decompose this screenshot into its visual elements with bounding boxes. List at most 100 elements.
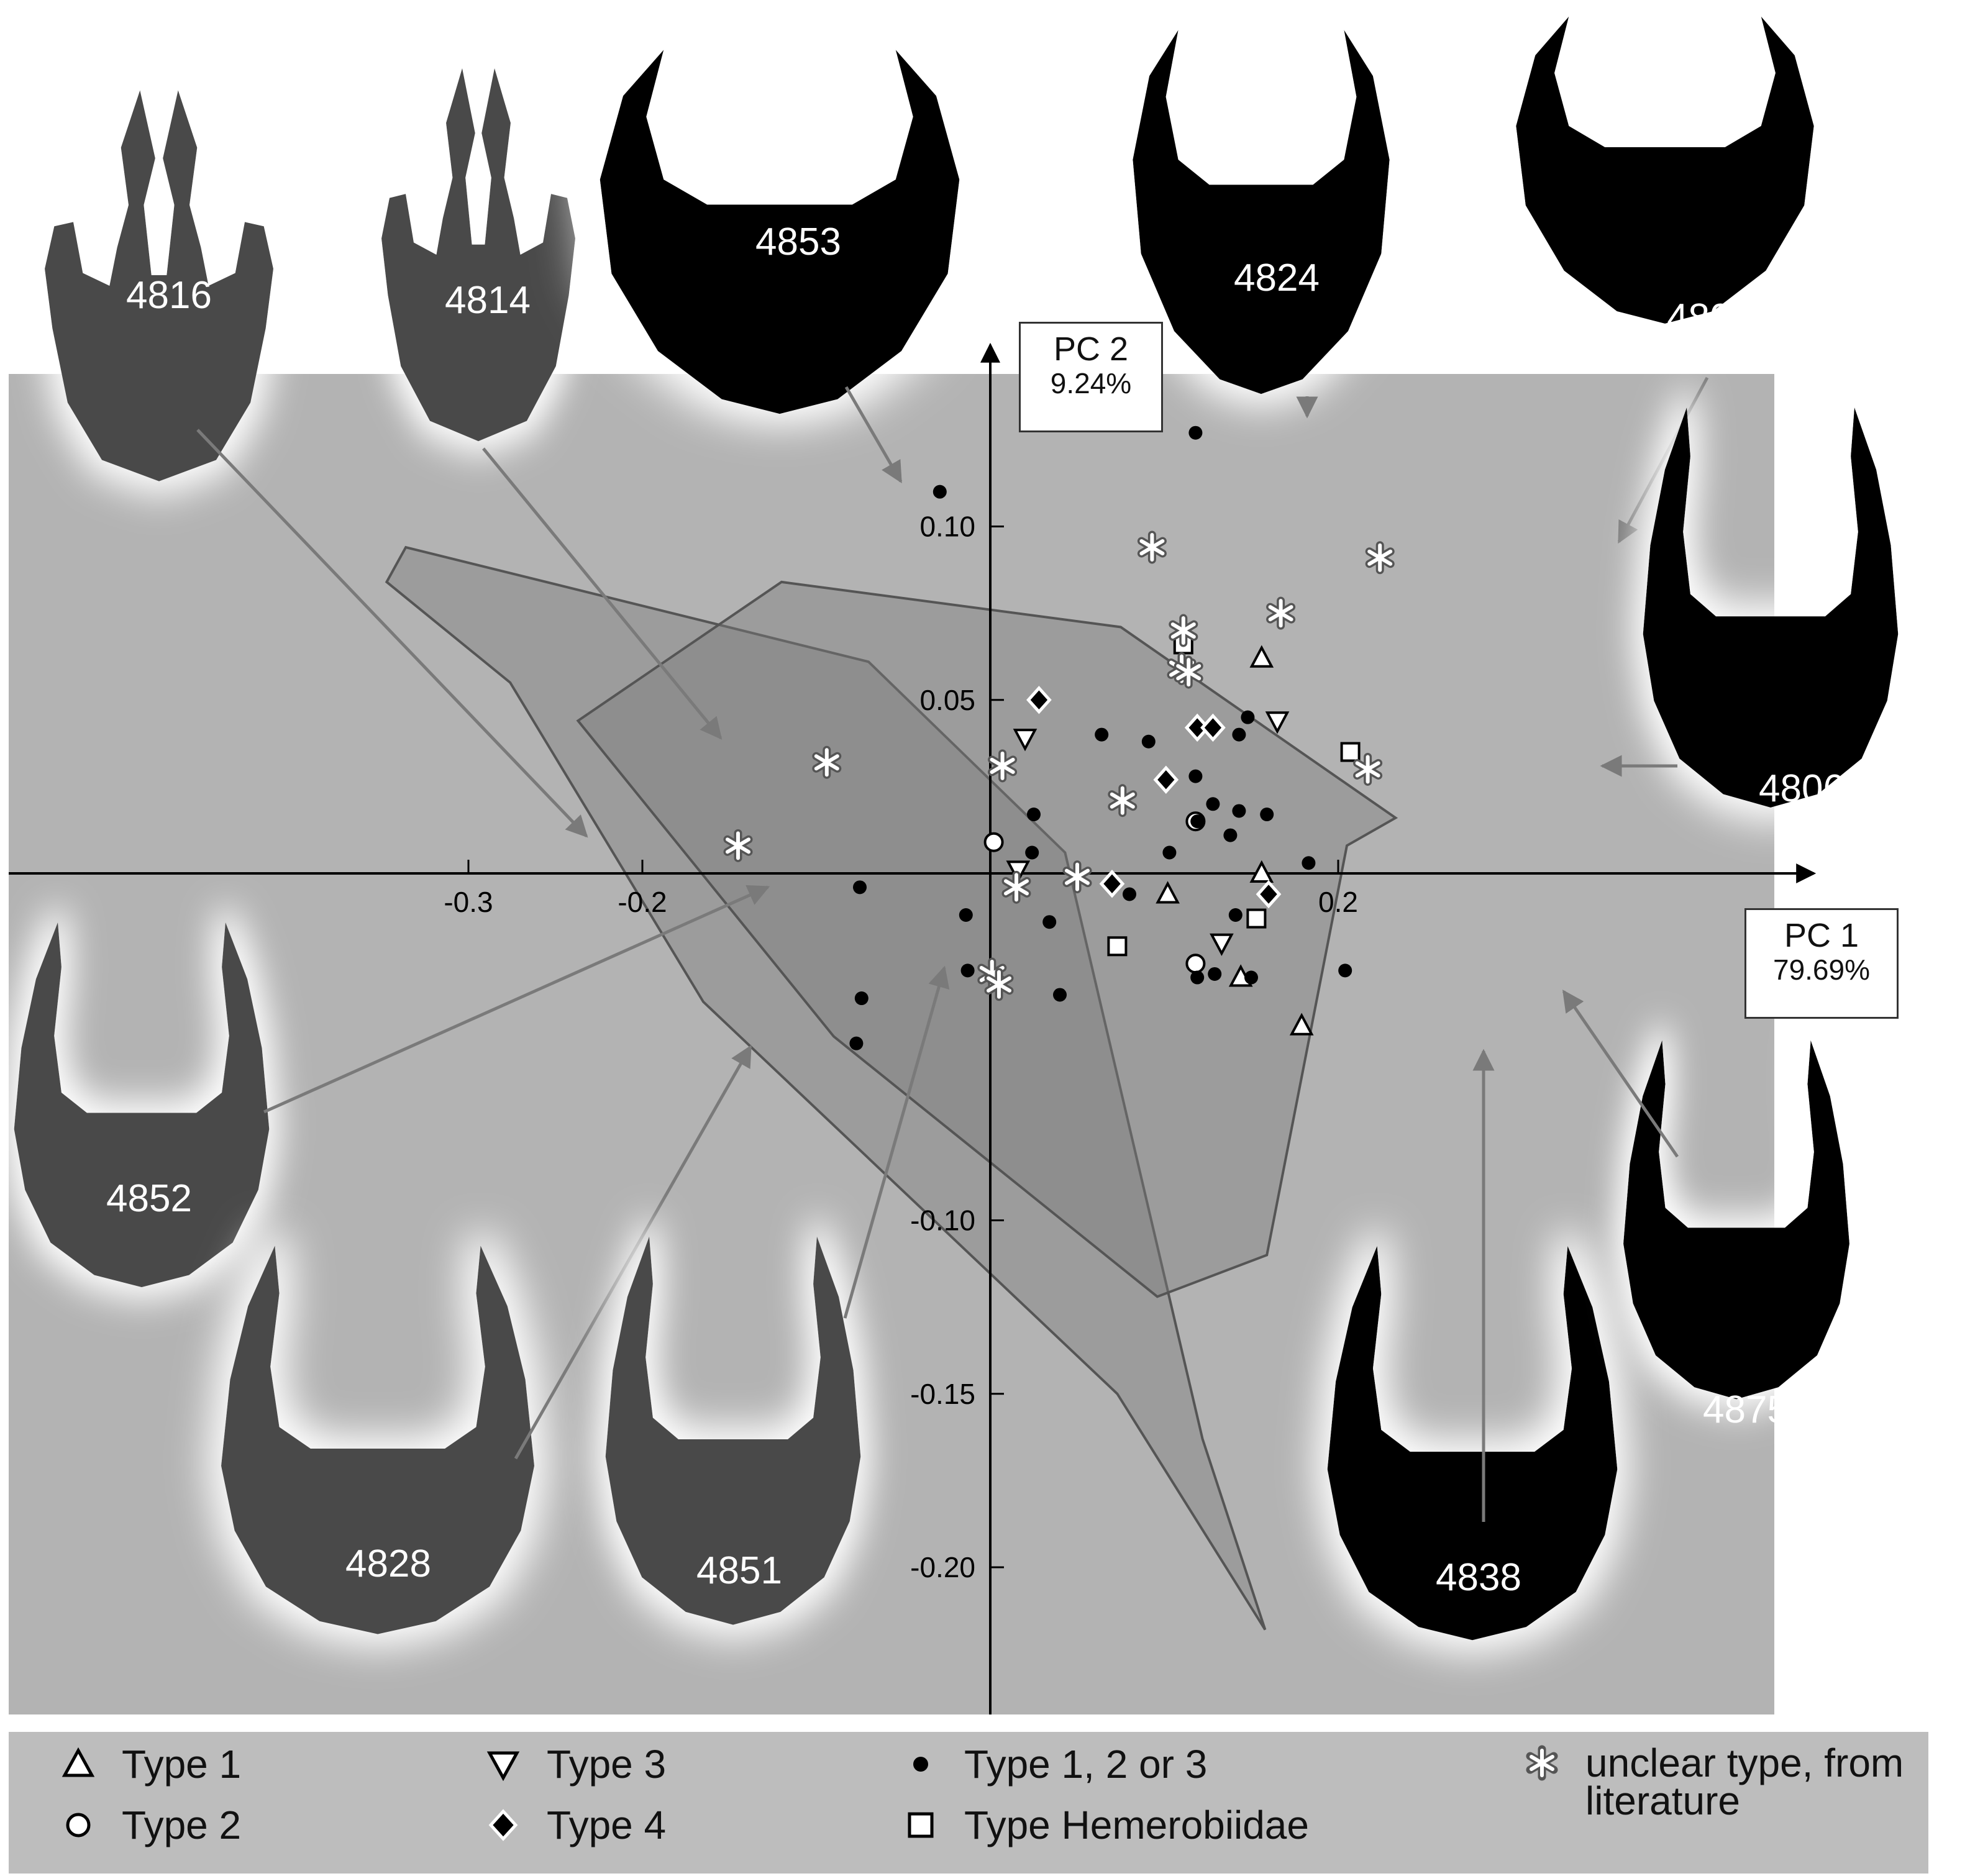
data-point-dot xyxy=(1232,804,1246,818)
specimen-head-silhouette-4806 xyxy=(1643,407,1899,808)
legend-label: Type 4 xyxy=(547,1802,667,1847)
data-point-dot xyxy=(1188,769,1203,783)
specimen-head-silhouette-4875 xyxy=(1623,1040,1849,1400)
diamond-marker-icon xyxy=(488,1809,518,1841)
specimen-arrow-4814 xyxy=(482,447,723,740)
y-tick-label: 0.10 xyxy=(919,511,975,543)
data-point-diamond xyxy=(1099,870,1125,898)
data-point-dot xyxy=(1053,988,1067,1002)
dot-mark xyxy=(1027,808,1041,822)
convex-hull-1 xyxy=(385,545,1267,1631)
specimen-arrow-4851 xyxy=(843,965,950,1319)
asterisk-mark xyxy=(1139,533,1165,562)
data-point-asterisk xyxy=(1353,752,1383,786)
data-point-square xyxy=(1340,742,1361,762)
x-tick-label: -0.2 xyxy=(618,886,667,918)
data-point-dot xyxy=(1228,908,1243,922)
legend-label: unclear type, from literature xyxy=(1585,1741,1904,1823)
data-point-dot xyxy=(1141,734,1156,749)
specimen-arrow-4852 xyxy=(263,885,770,1114)
specimen-head-silhouette-4852 xyxy=(14,922,270,1288)
specimen-head-silhouette-4801 xyxy=(1516,16,1814,324)
asterisk-mark xyxy=(726,831,750,860)
data-point-diamond xyxy=(1153,765,1179,794)
circle-marker-icon xyxy=(66,1813,91,1837)
triangle-mark xyxy=(1210,933,1234,956)
square-marker-icon xyxy=(908,1812,934,1838)
data-point-triangle-up xyxy=(1249,645,1274,668)
data-point-dot xyxy=(1241,710,1255,724)
dot-mark xyxy=(854,991,869,1006)
circle-mark xyxy=(983,832,1004,852)
diamond-mark xyxy=(1256,880,1282,909)
dot-mark xyxy=(1338,963,1352,978)
dot-mark xyxy=(1123,887,1136,901)
data-point-dot xyxy=(1302,856,1316,870)
circle-mark xyxy=(1185,954,1206,974)
specimen-label-4814: 4814 xyxy=(445,279,531,322)
triangle-mark xyxy=(1013,729,1037,752)
dot-mark xyxy=(1141,734,1156,749)
data-point-triangle-down xyxy=(1013,729,1037,752)
dot-mark xyxy=(1188,769,1203,783)
x-tick-label: 0.2 xyxy=(1318,886,1358,918)
data-point-diamond xyxy=(1256,880,1282,909)
triangle-mark xyxy=(1289,1013,1314,1036)
diamond-mark xyxy=(1200,713,1226,742)
dot-mark xyxy=(1095,727,1109,742)
triangle-mark xyxy=(1249,645,1274,668)
pc2-axis-name: PC 2 xyxy=(1053,330,1129,368)
dot-mark xyxy=(1228,908,1243,922)
legend-label: Type Hemerobiidae xyxy=(964,1802,1309,1847)
triangle-mark xyxy=(1249,860,1274,883)
data-point-triangle-up xyxy=(1249,860,1274,883)
asterisk-marker-icon xyxy=(1526,1745,1558,1781)
specimen-label-4853: 4853 xyxy=(755,221,841,263)
asterisk-mark xyxy=(814,748,839,777)
specimen-label-4838: 4838 xyxy=(1436,1556,1521,1599)
data-point-dot xyxy=(1027,808,1041,822)
asterisk-mark xyxy=(1170,616,1196,645)
square-mark xyxy=(1340,742,1361,762)
data-point-diamond xyxy=(1200,713,1226,742)
pc2-axis-label: PC 2 9.24% xyxy=(1019,322,1163,432)
specimen-label-4806: 4806 xyxy=(1759,767,1845,810)
dot-mark xyxy=(853,880,867,895)
asterisk-mark xyxy=(1004,873,1029,902)
data-point-diamond xyxy=(1026,686,1052,714)
dot-mark xyxy=(849,1036,864,1050)
asterisk-mark xyxy=(1367,543,1393,572)
data-point-dot xyxy=(1190,814,1205,829)
specimen-label-4851: 4851 xyxy=(696,1549,782,1592)
dot-mark xyxy=(1232,804,1246,818)
specimen-arrow-4801 xyxy=(1617,376,1709,544)
data-point-triangle-down xyxy=(1265,711,1290,734)
data-point-asterisk xyxy=(812,745,842,779)
data-point-dot xyxy=(1206,797,1220,811)
legend-item-type-1: Type 1 xyxy=(60,1739,241,1789)
data-point-dot xyxy=(1025,845,1039,860)
data-point-triangle-down xyxy=(1210,933,1234,956)
dot-mark xyxy=(1206,797,1220,811)
data-point-dot xyxy=(1042,915,1057,929)
data-point-asterisk xyxy=(1137,530,1167,564)
asterisk-mark xyxy=(1110,786,1135,815)
data-point-dot xyxy=(1190,970,1205,985)
specimen-head-silhouette-4816 xyxy=(45,90,273,481)
data-point-dot xyxy=(1208,967,1222,981)
dot-mark xyxy=(959,908,973,922)
specimen-arrow-4816 xyxy=(196,429,588,838)
data-point-dot xyxy=(1232,727,1246,742)
legend-item-type-3: Type 3 xyxy=(485,1739,666,1789)
data-point-asterisk xyxy=(1108,784,1138,817)
asterisk-mark xyxy=(1065,862,1090,891)
dot-mark xyxy=(1025,845,1039,860)
y-tick-label: -0.20 xyxy=(910,1551,975,1583)
data-point-dot xyxy=(854,991,869,1006)
diamond-mark xyxy=(1153,765,1179,794)
data-point-dot xyxy=(849,1036,864,1050)
pc1-axis-name: PC 1 xyxy=(1784,917,1859,954)
dot-mark xyxy=(1188,426,1203,440)
